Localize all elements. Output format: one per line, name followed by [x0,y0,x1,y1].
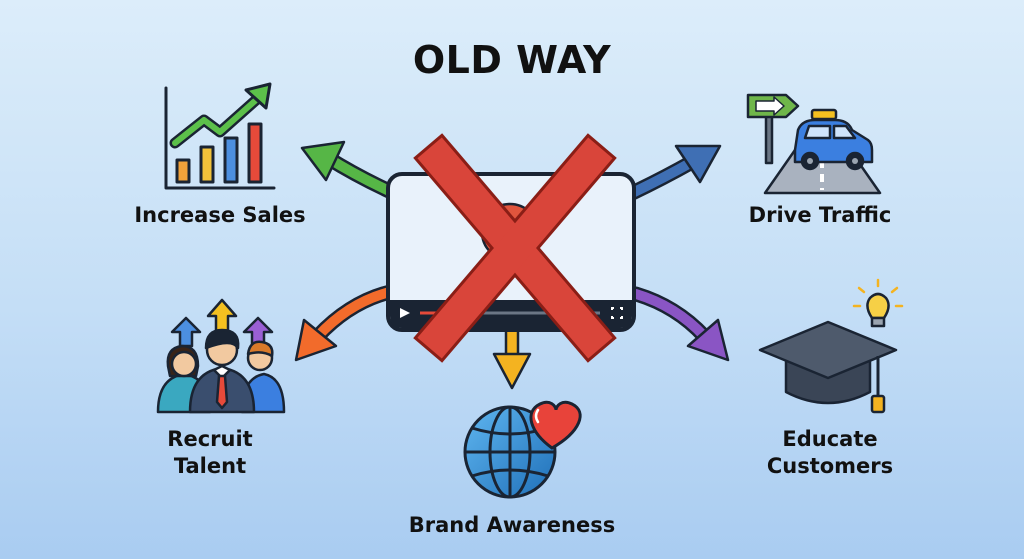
arrow-to-educate-customers [628,286,730,362]
label-educate-customers: Educate Customers [766,427,894,478]
arrow-to-increase-sales [300,140,408,204]
page-title: OLD WAY [412,38,612,82]
graduation-cap-lightbulb-icon [758,278,904,414]
label-increase-sales: Increase Sales [134,203,306,227]
label-drive-traffic: Drive Traffic [748,203,892,227]
globe-heart-icon [463,400,582,499]
red-x-icon [413,133,617,363]
label-recruit-talent: Recruit Talent [167,427,253,478]
arrow-to-drive-traffic [618,144,722,204]
label-brand-awareness: Brand Awareness [408,513,616,537]
arrow-to-brand-awareness [492,322,532,390]
car-road-signpost-icon [746,93,882,195]
people-arrows-icon [156,298,286,414]
arrow-to-recruit-talent [294,284,398,362]
bar-chart-growth-icon [164,82,276,190]
